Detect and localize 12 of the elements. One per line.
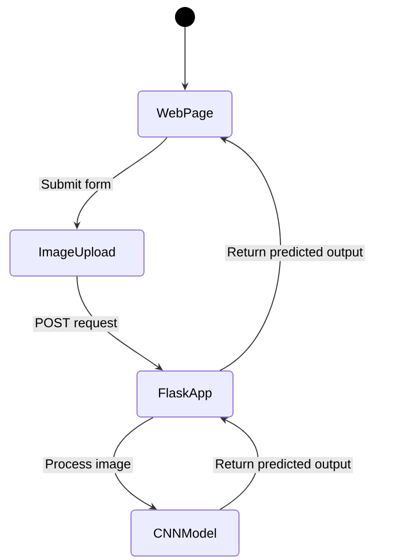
arrow [220, 418, 259, 510]
state-box: ImageUpload [10, 230, 144, 276]
start-dot [175, 7, 195, 27]
edge-label: Return predicted output [213, 456, 353, 474]
state-box: FlaskApp [136, 370, 234, 418]
arrow [220, 137, 282, 371]
state-box: WebPage [138, 90, 232, 138]
edge-label: Process image [43, 456, 133, 474]
edge-label: POST request [32, 316, 120, 332]
edge-label: Return predicted output [225, 244, 365, 262]
edge-label: Submit form [38, 177, 114, 191]
state-box: CNNModel [130, 510, 240, 556]
